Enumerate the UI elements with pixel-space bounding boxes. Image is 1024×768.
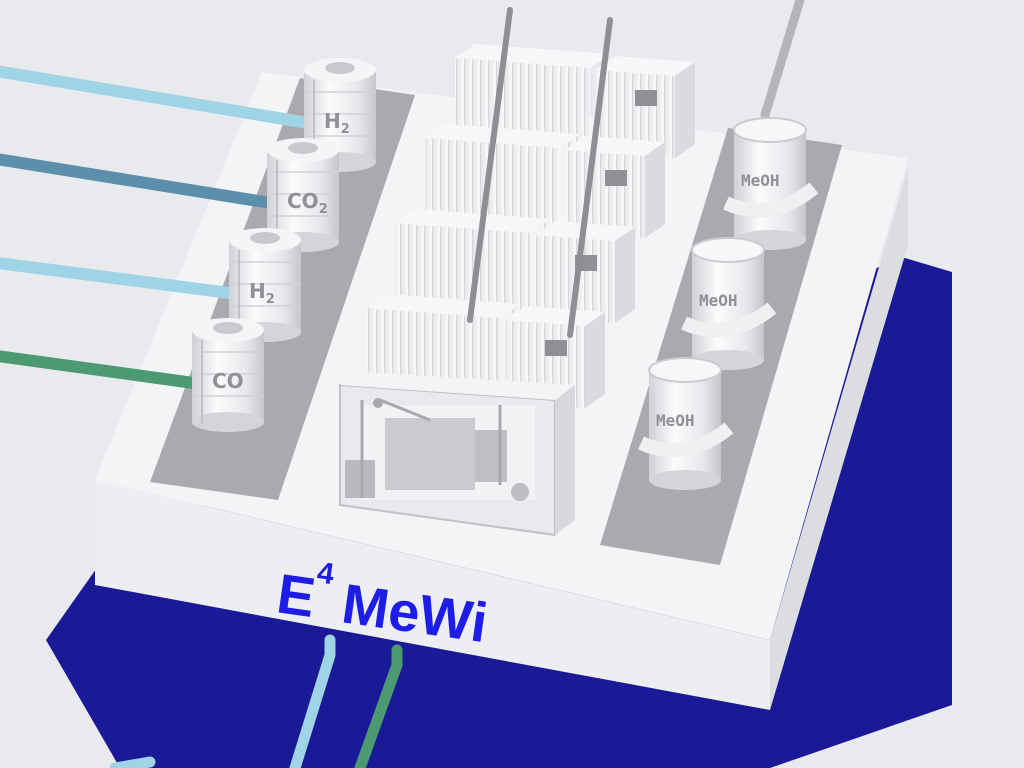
- product-pipe: [760, 0, 805, 120]
- methanol-tank-label: MeOH: [741, 171, 780, 190]
- feed-pipe: [0, 153, 289, 211]
- vent-box: [605, 170, 627, 186]
- methanol-tank-label: MeOH: [699, 291, 738, 310]
- gas-pipe: [467, 7, 513, 323]
- methanol-tank: MeOH: [681, 237, 777, 370]
- feed-pipes: [0, 65, 326, 391]
- methanol-tank-label: MeOH: [656, 411, 695, 430]
- outlet-pipes: [109, 634, 403, 768]
- electrolyser-container: [395, 209, 635, 323]
- methanol-tank: MeOH: [638, 357, 734, 490]
- vent-box: [545, 340, 567, 356]
- feed-tank-label: CO: [212, 369, 244, 393]
- methanol-tank: MeOH: [723, 117, 819, 250]
- platform-right-face: [770, 168, 908, 710]
- spiral-stair: [681, 302, 777, 338]
- feed-tank: CO: [192, 318, 264, 432]
- feed-tank-label: H2: [249, 279, 275, 307]
- feed-tank: CO2: [267, 138, 339, 252]
- vent-box: [635, 90, 657, 106]
- feed-tank-label: CO2: [287, 189, 328, 217]
- reactor-unit: [385, 418, 475, 490]
- electrolyser-container: [425, 124, 665, 238]
- spiral-stair: [638, 422, 734, 458]
- electrolyser-container: [455, 44, 695, 158]
- pump: [511, 483, 529, 501]
- feed-pipe: [0, 350, 214, 391]
- feed-pipe: [0, 257, 251, 301]
- methanol-reactor-module: [339, 372, 575, 537]
- brand-letter-e: E: [273, 561, 319, 629]
- gas-pipe: [567, 17, 613, 338]
- product-tanks: MeOH MeOH MeOH: [638, 117, 819, 490]
- brand-superscript: 4: [315, 556, 336, 591]
- platform-front-face: [95, 480, 770, 710]
- spiral-stair: [723, 182, 819, 218]
- feed-tank-label: H2: [324, 109, 350, 137]
- feed-pipe: [0, 65, 326, 131]
